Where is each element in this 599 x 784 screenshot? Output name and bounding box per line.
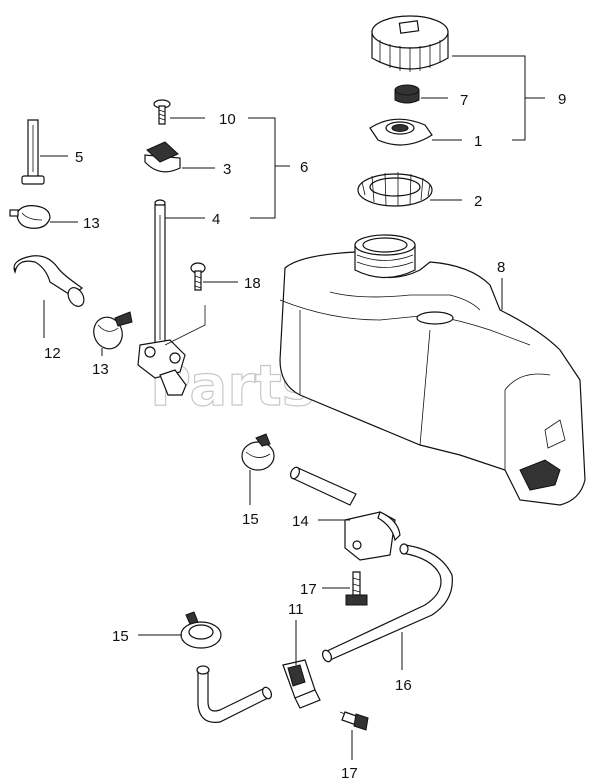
short-hose[interactable]	[289, 466, 357, 506]
fuel-valve[interactable]	[137, 305, 206, 396]
fuel-hose[interactable]	[13, 255, 87, 309]
valve-screw[interactable]	[190, 262, 206, 291]
callout-14: 14	[292, 513, 309, 530]
screw[interactable]	[153, 99, 171, 125]
bolt-lower[interactable]	[339, 711, 369, 731]
callout-13-upper: 13	[83, 215, 100, 232]
callout-7: 7	[460, 92, 468, 109]
callout-15-lower: 15	[112, 628, 129, 645]
callout-18: 18	[244, 275, 261, 292]
clamp-upper[interactable]	[9, 205, 51, 229]
callout-17-lower: 17	[341, 765, 358, 782]
callout-5: 5	[75, 149, 83, 166]
callout-4: 4	[212, 211, 220, 228]
callout-3: 3	[223, 161, 231, 178]
in-line-valve[interactable]	[282, 659, 321, 709]
fuel-knob[interactable]	[144, 141, 181, 173]
callout-9: 9	[558, 91, 566, 108]
callout-6: 6	[300, 159, 308, 176]
callout-17-upper: 17	[300, 581, 317, 598]
clamp-15-lower[interactable]	[180, 611, 222, 649]
callout-11: 11	[288, 601, 304, 618]
callout-10: 10	[219, 111, 236, 128]
fuel-tank[interactable]	[279, 234, 586, 506]
callout-16: 16	[395, 677, 412, 694]
hose-bracket[interactable]	[344, 511, 401, 561]
callout-2: 2	[474, 193, 482, 210]
cap-plug[interactable]	[394, 84, 420, 104]
bolt-upper[interactable]	[345, 571, 368, 606]
ring-nut[interactable]	[357, 172, 433, 207]
callout-13-lower: 13	[92, 361, 109, 378]
callout-15-upper: 15	[242, 511, 259, 528]
cap-gasket[interactable]	[369, 118, 433, 146]
callout-1: 1	[474, 133, 482, 150]
leader-lines	[40, 55, 545, 760]
bottom-hose[interactable]	[196, 665, 273, 723]
long-hose[interactable]	[321, 543, 453, 663]
strainer[interactable]	[21, 119, 45, 185]
clamp-15-upper[interactable]	[241, 433, 275, 471]
pickup-tube[interactable]	[154, 199, 166, 346]
clamp-lower[interactable]	[89, 311, 133, 353]
callout-numbers: 1 2 3 4 5 6 7 8 9 10 11 12 13 13 14 15 1…	[44, 91, 566, 782]
callout-8: 8	[497, 259, 505, 276]
callout-12: 12	[44, 345, 61, 362]
fuel-cap[interactable]	[371, 15, 449, 72]
